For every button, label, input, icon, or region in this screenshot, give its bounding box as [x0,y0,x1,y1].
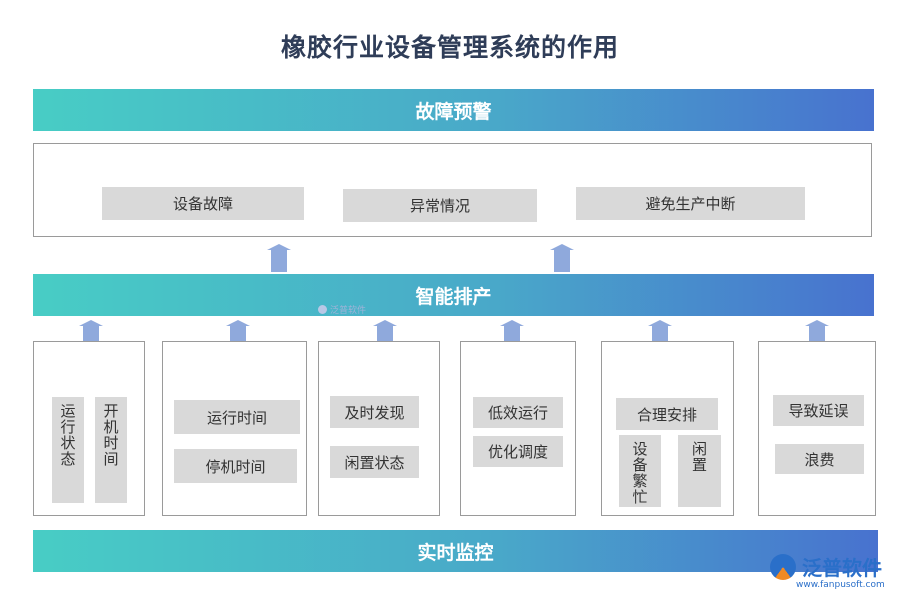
brand-url: www.fanpusoft.com [796,580,885,590]
watermark-small-text: 泛普软件 [330,306,367,316]
column-2: 运行时间 停机时间 [162,341,307,516]
arrow-up-icon [267,244,291,272]
chip-running-time: 运行时间 [174,400,300,434]
chip-equipment-fault: 设备故障 [102,187,304,220]
column-1: 运行状态 开机时间 [33,341,145,516]
band-realtime-monitoring: 实时监控 [33,530,878,572]
chip-timely-detection: 及时发现 [330,396,419,428]
chip-low-efficiency: 低效运行 [473,397,563,428]
brand-name: 泛普软件 [802,556,882,580]
column-6: 导致延误 浪费 [758,341,876,516]
chip-downtime: 停机时间 [174,449,297,483]
column-3: 及时发现 闲置状态 [318,341,440,516]
chip-idle-state: 闲置状态 [330,446,419,478]
chip-optimize-dispatch: 优化调度 [473,436,563,467]
brand-logo-icon [770,553,796,580]
column-4: 低效运行 优化调度 [460,341,576,516]
vchip-equipment-busy: 设备繁忙 [619,435,661,507]
vchip-running-status: 运行状态 [52,397,84,503]
arrow-up-icon [550,244,574,272]
chip-reasonable-arrangement: 合理安排 [616,398,718,430]
brand-logo: 泛普软件 [770,552,882,581]
band-smart-scheduling: 智能排产 [33,274,874,316]
top-panel: 设备故障 异常情况 避免生产中断 [33,143,872,237]
band-fault-warning: 故障预警 [33,89,874,131]
vchip-idle: 闲置 [678,435,721,507]
chip-abnormal: 异常情况 [343,189,537,222]
diagram-title: 橡胶行业设备管理系统的作用 [280,33,619,62]
watermark-logo-icon [318,305,327,314]
chip-waste: 浪费 [775,444,864,474]
chip-cause-delay: 导致延误 [773,395,864,426]
column-5: 合理安排 设备繁忙 闲置 [601,341,734,516]
watermark-small: 泛普软件 [318,303,366,316]
chip-avoid-interruption: 避免生产中断 [576,187,805,220]
vchip-power-on-time: 开机时间 [95,397,127,503]
